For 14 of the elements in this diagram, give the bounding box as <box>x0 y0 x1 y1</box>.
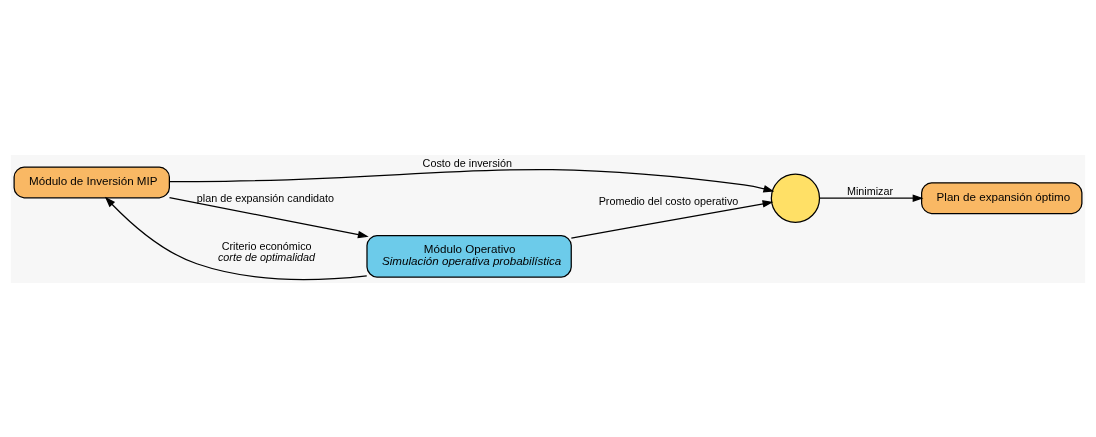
edge-label: Costo de inversión <box>422 156 512 169</box>
arrow <box>819 193 924 202</box>
arrow <box>168 196 369 238</box>
edge-label: Criterio económico corte de optimalidad <box>217 239 316 263</box>
edge-label: plan de expansión candidato <box>196 191 335 204</box>
node-box: Módulo de Inversión MIP <box>13 165 170 198</box>
arrow <box>104 196 368 280</box>
edge-label: Promedio del costo operativo <box>598 194 739 207</box>
node-box: Plan de expansión óptimo <box>921 181 1083 214</box>
node-box: Módulo Operativo Simulación operativa probabilística <box>366 234 572 278</box>
arrow <box>168 168 775 192</box>
arrow <box>570 199 774 239</box>
edge-label: Minimizar <box>846 184 894 197</box>
node-circle <box>770 172 821 223</box>
